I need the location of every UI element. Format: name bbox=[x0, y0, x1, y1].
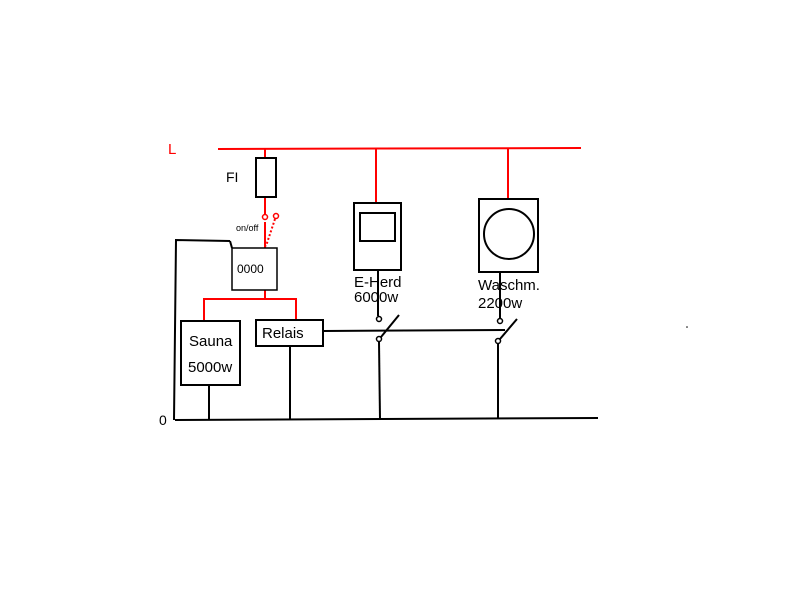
sauna-name-label: Sauna bbox=[189, 333, 233, 350]
oven-window-icon bbox=[359, 212, 396, 242]
contact-terminal-icon bbox=[375, 335, 383, 343]
stove-power-label: 6000w bbox=[354, 289, 398, 306]
fi-breaker bbox=[255, 157, 277, 198]
neutral-label: 0 bbox=[159, 412, 167, 428]
contact-terminal-icon bbox=[375, 315, 383, 323]
relay-control-line bbox=[322, 329, 506, 332]
relay-box bbox=[255, 319, 324, 347]
washer-power-label: 2200w bbox=[478, 295, 522, 312]
fi-label: FI bbox=[226, 169, 238, 185]
washer-name-label: Waschm. bbox=[478, 277, 540, 294]
on-off-switch bbox=[261, 212, 280, 247]
stove-neutral-wire bbox=[378, 341, 381, 420]
contact-lever-icon bbox=[499, 318, 518, 340]
sauna-power-label: 5000w bbox=[188, 359, 232, 376]
switch-label: on/off bbox=[236, 223, 259, 233]
relay-label: Relais bbox=[262, 325, 304, 342]
switch-lever-icon bbox=[265, 218, 276, 247]
meter-neutral-lead bbox=[229, 240, 233, 249]
sauna-relay-feed-wire bbox=[203, 298, 297, 321]
neutral-bus-line bbox=[174, 417, 599, 421]
energy-meter bbox=[231, 247, 278, 291]
washer-relay-contact bbox=[494, 317, 518, 345]
washer-appliance bbox=[478, 198, 539, 273]
switch-contact-icon bbox=[272, 212, 280, 220]
stove-name-label: E-Herd bbox=[354, 274, 402, 291]
washer-drum-icon bbox=[483, 208, 535, 260]
meter-neutral-return-wire bbox=[173, 238, 231, 421]
live-wiring bbox=[203, 147, 582, 321]
contact-terminal-icon bbox=[494, 337, 502, 345]
stove-relay-contact bbox=[375, 314, 400, 343]
contact-terminal-icon bbox=[496, 317, 504, 325]
switch-contact-icon bbox=[261, 213, 269, 221]
sauna-box bbox=[180, 320, 241, 386]
live-label: L bbox=[168, 141, 176, 158]
stove-appliance bbox=[353, 202, 402, 271]
stray-dot bbox=[686, 326, 688, 328]
meter-reading: 0000 bbox=[237, 262, 264, 276]
contact-lever-icon bbox=[380, 314, 400, 338]
neutral-wiring bbox=[173, 238, 599, 421]
live-bus-line bbox=[217, 147, 582, 150]
